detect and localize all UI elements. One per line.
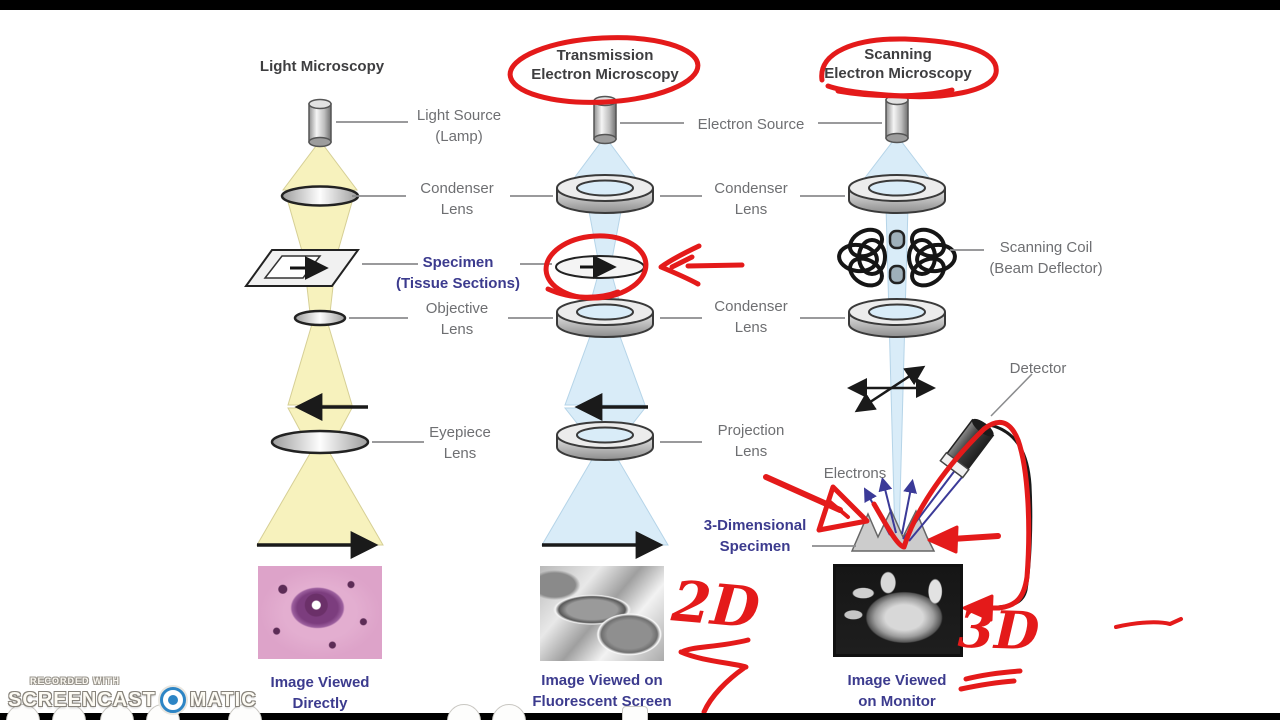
red-annotations (507, 35, 1183, 715)
handwritten-2d-annotation: 2D (669, 568, 762, 641)
label-scanning-coil-line2: (Beam Deflector) (989, 260, 1103, 277)
sem-title: Scanning Electron Microscopy (824, 45, 972, 83)
caption-sem-line2: on Monitor (858, 693, 936, 710)
label-leader-lines (336, 121, 1033, 547)
label-light-source: Light Source (Lamp) (417, 105, 501, 147)
label-condenser-lens: Condenser Lens (420, 178, 493, 220)
label-tem-condenser-lens: Condenser Lens (714, 178, 787, 220)
label-electrons-text: Electrons (823, 465, 887, 482)
tem-title-line2: Electron Microscopy (531, 66, 679, 83)
light-source-lamp-icon (308, 98, 332, 148)
label-mid-condenser-line2: Lens (734, 319, 768, 336)
sem-title-line1: Scanning (864, 46, 932, 63)
label-detector: Detector (1010, 358, 1067, 379)
label-eyepiece-line2: Lens (443, 445, 477, 462)
label-condenser-line2: Lens (440, 201, 474, 218)
label-electron-source-text: Electron Source (697, 116, 805, 133)
sem-condenser-lens-icon (848, 174, 946, 214)
label-objective-lens: Objective Lens (426, 298, 489, 340)
tem-title: Transmission Electron Microscopy (531, 46, 679, 84)
label-tem-condenser-line2: Lens (734, 201, 768, 218)
label-projection-line1: Projection (717, 422, 785, 439)
sem-scanning-coil-icon (837, 227, 957, 288)
label-mid-condenser-line1: Condenser (714, 298, 788, 315)
label-3d-specimen-line1: 3-Dimensional (703, 517, 807, 534)
label-electron-source: Electron Source (698, 114, 805, 135)
sem-condenser-lens-2-icon (848, 298, 946, 338)
label-scanning-coil-line1: Scanning Coil (999, 239, 1093, 256)
label-3d-specimen: 3-Dimensional Specimen (704, 515, 807, 557)
red-trace-detector-path (871, 419, 1032, 611)
caption-tem-line2: Fluorescent Screen (532, 693, 672, 710)
label-objective-line2: Lens (440, 321, 474, 338)
caption-sem: Image Viewed on Monitor (848, 670, 947, 712)
red-arrow-tem-specimen (658, 243, 745, 287)
label-tem-condenser-line1: Condenser (714, 180, 788, 197)
label-condenser-line1: Condenser (420, 180, 494, 197)
light-micrograph-image (258, 566, 382, 659)
label-projection-lens: Projection Lens (718, 420, 785, 462)
caption-light-line2: Directly (292, 695, 348, 712)
tem-title-line1: Transmission (556, 47, 654, 64)
light-eyepiece-lens-icon (270, 429, 370, 455)
logo-dot (167, 695, 178, 705)
tem-condenser-lens-2-icon (556, 298, 654, 338)
light-objective-lens-icon (293, 309, 347, 327)
sem-title-line2: Electron Microscopy (824, 65, 972, 82)
red-arrow-sem-specimen-right (927, 525, 1001, 554)
light-specimen-slide-icon (244, 249, 360, 287)
label-specimen: Specimen (Tissue Sections) (396, 252, 520, 294)
letterbox-top (0, 0, 1280, 10)
label-specimen-line2: (Tissue Sections) (396, 275, 520, 292)
caption-sem-line1: Image Viewed (847, 672, 947, 689)
label-mid-condenser-lens: Condenser Lens (714, 296, 787, 338)
label-eyepiece-line1: Eyepiece (429, 424, 491, 441)
screencast-o-matic-logo-icon (159, 687, 186, 713)
watermark-recorded-with: RECORDED WITH (30, 676, 120, 686)
red-underline-3d (958, 668, 1023, 692)
label-3d-specimen-line2: Specimen (719, 538, 791, 555)
caption-light: Image Viewed Directly (271, 672, 370, 714)
label-electrons: Electrons (824, 463, 887, 484)
label-light-source-line2: (Lamp) (435, 128, 483, 145)
red-arrowhead-monitor (962, 594, 994, 622)
light-microscopy-title-text: Light Microscopy (259, 58, 385, 75)
label-light-source-line1: Light Source (416, 107, 502, 124)
red-circle-tem-specimen-tail (545, 286, 621, 300)
red-arrow-sem-specimen-left (763, 474, 870, 533)
label-detector-text: Detector (1009, 360, 1067, 377)
light-condenser-lens-icon (280, 185, 360, 207)
red-underline-sem-title (835, 87, 955, 99)
tem-condenser-lens-icon (556, 174, 654, 214)
caption-light-line1: Image Viewed (270, 674, 370, 691)
red-circle-tem-title (507, 35, 701, 105)
watermark-screencast: SCREENCAST (8, 688, 156, 711)
handwritten-3d-annotation: 3D (957, 599, 1040, 663)
handwritten-3d-text: 3D (956, 598, 1041, 663)
light-microscopy-title: Light Microscopy (260, 57, 384, 76)
tem-projection-lens-icon (556, 421, 654, 461)
sem-scan-arrows-icon (847, 365, 936, 413)
caption-tem: Image Viewed on Fluorescent Screen (532, 670, 671, 712)
watermark-matic: MATIC (189, 688, 257, 711)
label-scanning-coil: Scanning Coil (Beam Deflector) (989, 237, 1102, 279)
label-projection-line2: Lens (734, 443, 768, 460)
sem-electron-source-icon (885, 94, 909, 144)
tem-specimen-icon (555, 255, 645, 279)
sem-micrograph-image (833, 564, 963, 657)
tem-micrograph-image (540, 566, 664, 661)
red-dash-mark (1114, 617, 1183, 629)
screencast-o-matic-watermark: RECORDED WITH SCREENCAST MATIC (8, 676, 257, 713)
ghost-control-rect (622, 706, 648, 720)
label-specimen-line1: Specimen (422, 254, 494, 271)
caption-tem-line1: Image Viewed on (541, 672, 663, 689)
red-underline-2d (678, 637, 751, 715)
label-eyepiece-lens: Eyepiece Lens (429, 422, 491, 464)
label-objective-line1: Objective (425, 300, 489, 317)
handwritten-2d-text: 2D (669, 568, 763, 642)
